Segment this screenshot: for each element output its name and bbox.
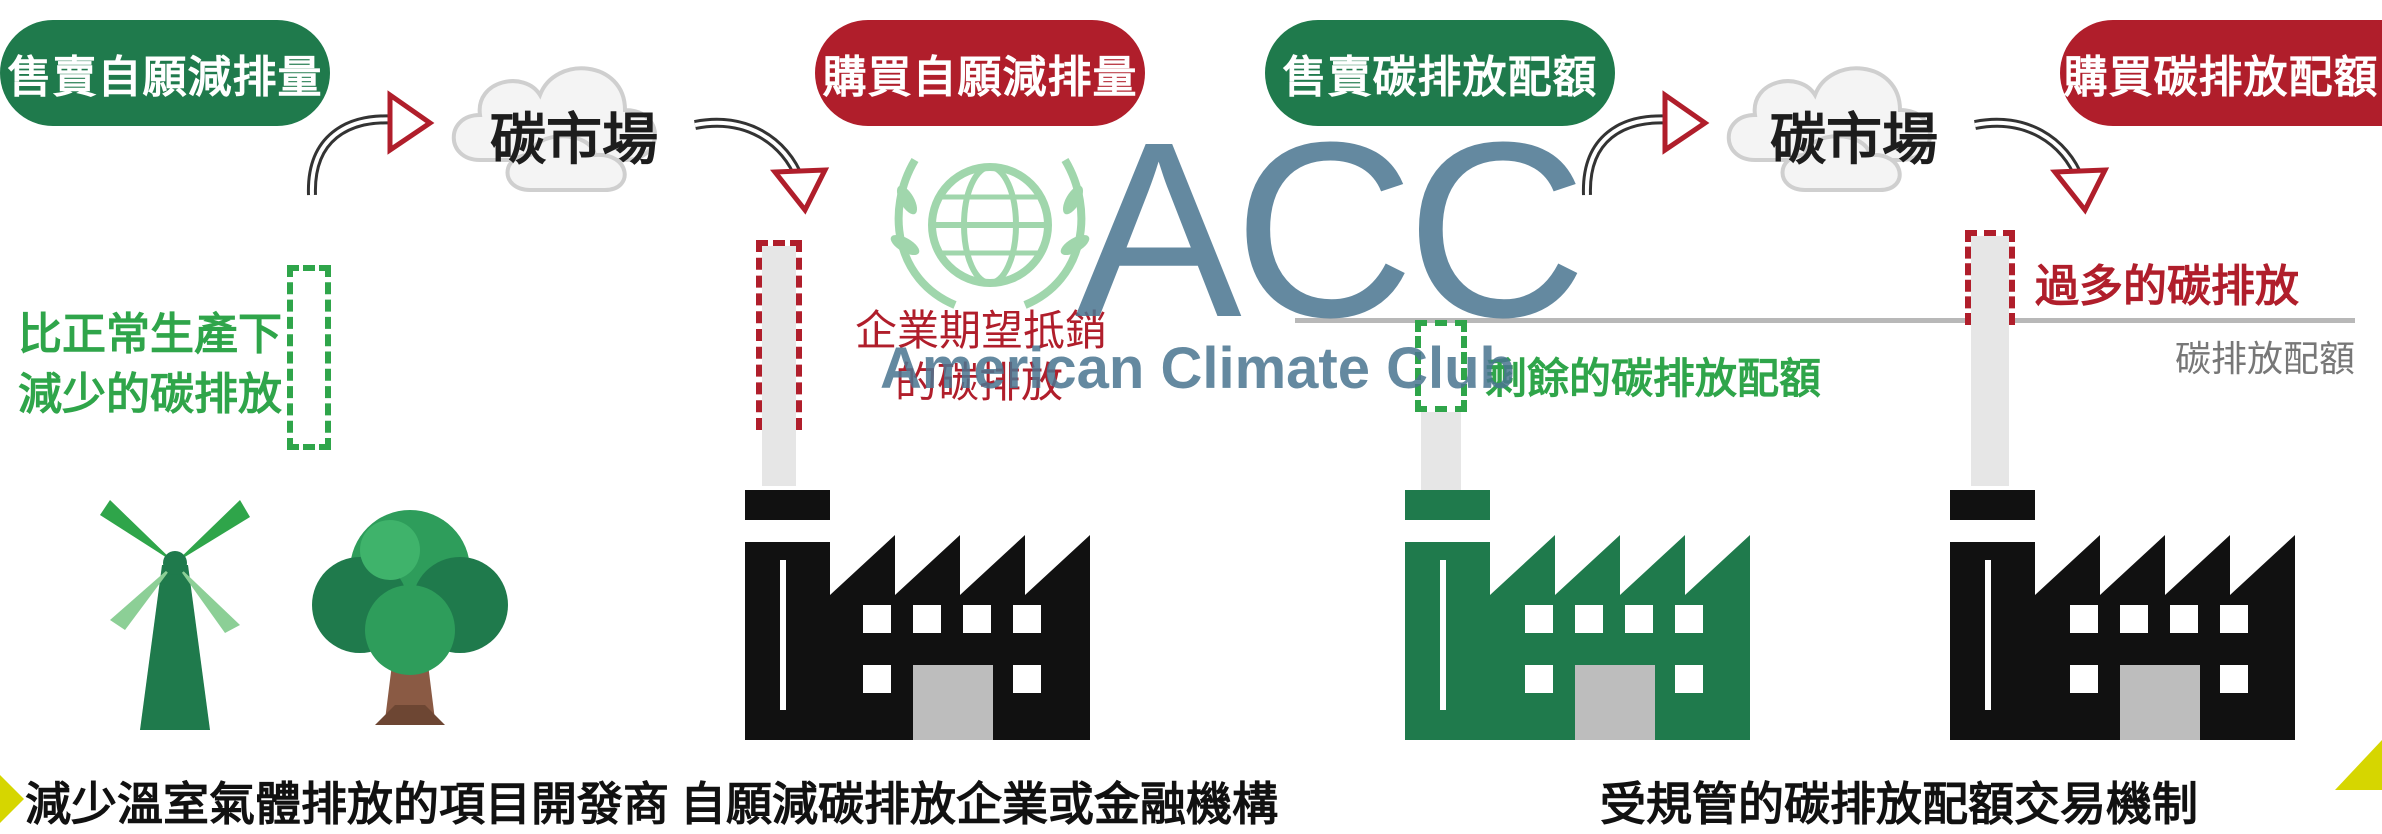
sell-voluntary-pill: 售賣自願減排量 bbox=[0, 20, 330, 126]
windmill-icon bbox=[100, 500, 250, 730]
cloud-icon-right bbox=[1726, 66, 1932, 192]
carbon-market-label-left: 碳市場 bbox=[490, 108, 658, 173]
offset-text: 企業期望抵銷 的碳排放 bbox=[855, 305, 1107, 409]
offset-line-1: 企業期望抵銷 bbox=[855, 306, 1108, 355]
reduction-text: 比正常生產下 減少的碳排放 bbox=[18, 305, 282, 425]
arrow-up-right-icon-left bbox=[306, 90, 435, 196]
acc-logo-watermark: ACC bbox=[1075, 90, 1587, 369]
arrow-down-right-icon-left bbox=[694, 117, 830, 215]
factory-green-icon bbox=[1405, 490, 1750, 740]
arrow-up-right-icon-right bbox=[1581, 90, 1710, 196]
sell-allowance-pill: 售賣碳排放配額 bbox=[1265, 20, 1615, 126]
green-chimney-top bbox=[1421, 412, 1461, 492]
offset-line-2: 的碳排放 bbox=[895, 358, 1064, 407]
offset-smoke-column bbox=[762, 246, 796, 486]
caption-regulated-trading: 受規管的碳排放配額交易機制 bbox=[1600, 777, 2198, 831]
buy-voluntary-label: 購買自願減排量 bbox=[822, 52, 1138, 103]
reduction-dashed-box bbox=[287, 265, 331, 450]
sell-allowance-label: 售賣碳排放配額 bbox=[1282, 52, 1598, 103]
allowance-label: 碳排放配額 bbox=[2175, 339, 2356, 380]
factory-black-icon-right bbox=[1950, 490, 2295, 740]
globe-laurel-watermark-icon bbox=[890, 157, 1090, 309]
org-name-watermark: American Climate Club bbox=[880, 336, 1515, 401]
buy-allowance-pill: 購買碳排放配額 bbox=[2060, 20, 2382, 126]
excess-chimney-column bbox=[1971, 236, 2009, 486]
surplus-dashed-box bbox=[1415, 320, 1467, 412]
buy-voluntary-pill: 購買自願減排量 bbox=[815, 20, 1145, 126]
yellow-corner-accent-right bbox=[2335, 740, 2382, 790]
caption-project-developers: 減少溫室氣體排放的項目開發商 bbox=[25, 777, 669, 831]
caption-voluntary-entities: 自願減碳排放企業或金融機構 bbox=[680, 777, 1278, 831]
arrow-down-right-icon-right bbox=[1974, 117, 2110, 215]
allowance-line bbox=[1295, 318, 2355, 323]
carbon-market-label-right: 碳市場 bbox=[1770, 108, 1938, 173]
sell-voluntary-label: 售賣自願減排量 bbox=[7, 52, 323, 103]
tree-icon bbox=[312, 510, 508, 725]
reduction-line-2: 減少的碳排放 bbox=[18, 369, 282, 420]
cloud-icon-left bbox=[451, 66, 657, 192]
yellow-corner-accent-left bbox=[0, 775, 24, 823]
factory-black-icon-left bbox=[745, 490, 1090, 740]
buy-allowance-label: 購買碳排放配額 bbox=[2063, 52, 2379, 103]
excess-label: 過多的碳排放 bbox=[2035, 261, 2299, 312]
reduction-line-1: 比正常生產下 bbox=[18, 309, 282, 360]
surplus-label: 剩餘的碳排放配額 bbox=[1485, 354, 1822, 403]
